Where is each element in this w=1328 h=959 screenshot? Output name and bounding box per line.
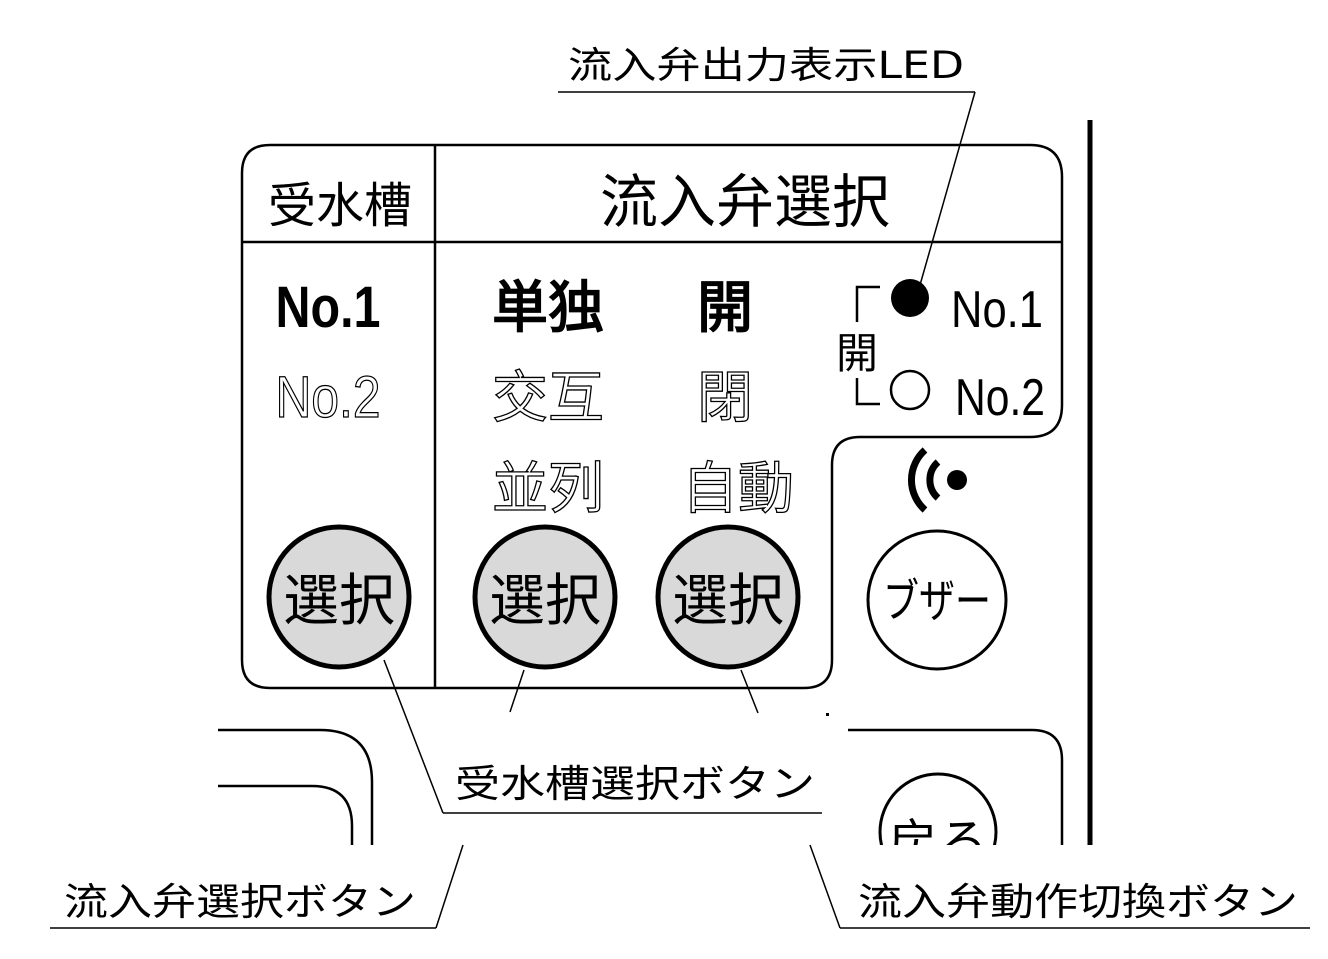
callout-tank-select-leader [383,659,444,814]
callout-tank-select-label: 受水槽選択ボタン [455,762,815,806]
back-button-label: 戻る [888,814,988,872]
lower-left-panel-outer [218,728,374,845]
lower-right-panel-edge [848,728,1064,845]
callout-valve-select-label: 流入弁選択ボタン [64,880,416,924]
led-no1-label: No.1 [951,281,1043,339]
led-no2-label: No.2 [955,369,1045,427]
callout-valve-select-leader-bottom [435,844,464,929]
panel-frame [240,143,1064,690]
callout-led-label: 流入弁出力表示LED [568,44,964,87]
valve-action-button[interactable]: 選択 [655,524,801,670]
valve-select-button-label: 選択 [489,569,601,634]
action-option-open: 開 [697,276,753,341]
valve-header: 流入弁選択 [600,168,890,236]
tank-option-no1: No.1 [276,275,381,340]
buzzer-button[interactable]: ブザー [866,529,1008,671]
tank-select-button[interactable]: 選択 [266,524,412,670]
callout-led-leader [919,91,976,286]
buzzer-icon [908,447,967,513]
lower-left-panel-inner [218,784,354,845]
tank-header: 受水槽 [268,178,412,234]
callout-valve-select-leader-top [509,669,525,713]
tank-select-button-label: 選択 [283,569,395,634]
buzzer-button-label: ブザー [883,575,991,627]
led-group-label: 開 [836,329,878,378]
callout-valve-action-leader-bottom [809,844,841,929]
mode-option-single: 単独 [492,276,604,341]
callout-valve-action-label: 流入弁動作切換ボタン [858,880,1298,924]
valve-action-button-label: 選択 [672,569,784,634]
led-no2-unlit [889,369,931,411]
tank-option-no2: No.2 [276,365,381,430]
action-option-auto: 自動 [682,457,794,522]
mode-option-alternate: 交互 [492,366,604,431]
action-option-close: 閉 [697,366,753,431]
back-button[interactable]: 戻る [878,772,998,890]
valve-select-button[interactable]: 選択 [472,524,618,670]
lower-right-dot [826,713,829,716]
callout-valve-action-leader-top [740,669,759,714]
led-group-bracket [855,285,880,406]
mode-option-parallel: 並列 [492,457,604,522]
led-no1-lit [891,279,929,317]
